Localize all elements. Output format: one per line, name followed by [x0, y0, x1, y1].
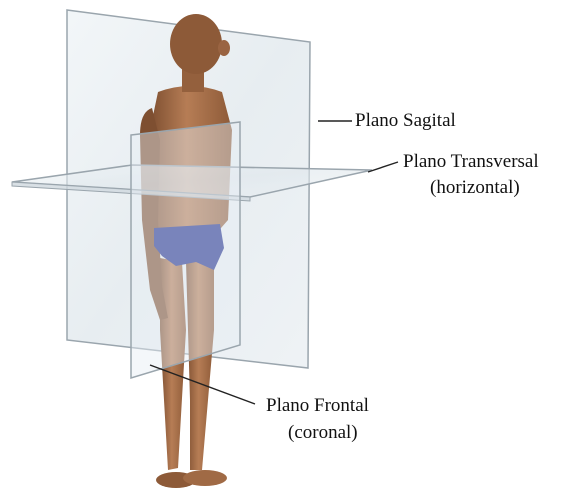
label-frontal-plane: Plano Frontal — [266, 394, 369, 417]
label-frontal-plane-sub: (coronal) — [288, 421, 358, 444]
label-transverse-plane: Plano Transversal — [403, 150, 539, 173]
label-sagittal-plane: Plano Sagital — [355, 109, 456, 132]
frontal-plane — [131, 122, 240, 378]
leader-line-transversal — [368, 162, 398, 172]
label-transverse-plane-sub: (horizontal) — [430, 176, 520, 199]
